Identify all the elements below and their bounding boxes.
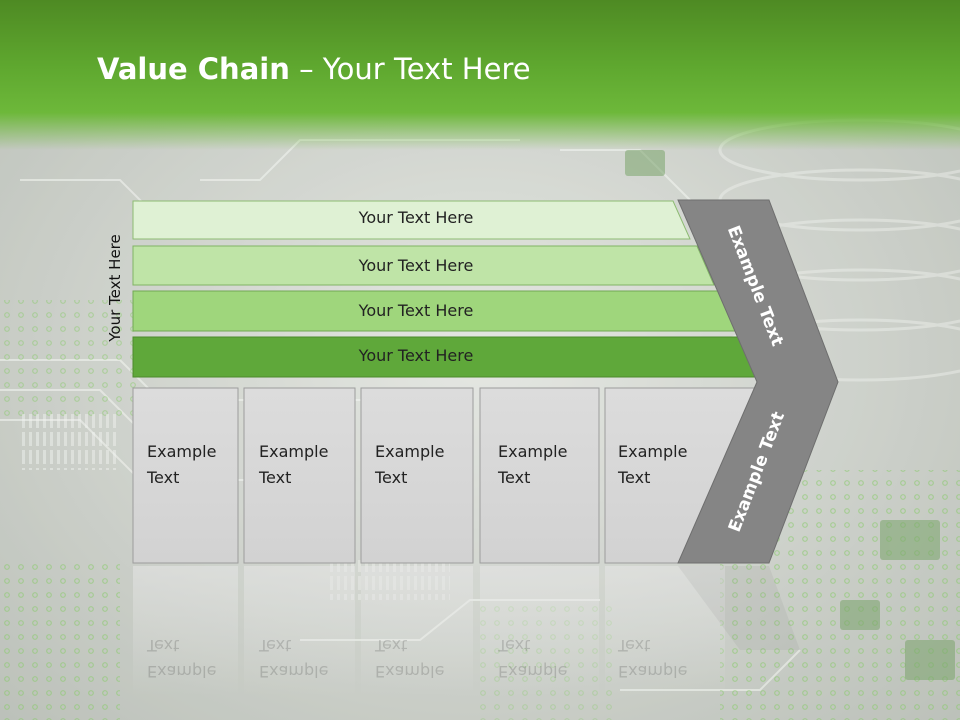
bar-2-label: Your Text Here <box>358 256 474 275</box>
box-5-line1: Example <box>618 442 688 461</box>
bar-1-shape <box>132 200 691 240</box>
title-band <box>0 0 960 150</box>
title-bold: Value Chain <box>97 52 290 86</box>
box-reflections <box>133 566 725 696</box>
box-5-line2: Text <box>618 468 651 487</box>
box-2-line2: Text <box>259 468 292 487</box>
page-title: Value Chain – Your Text Here <box>97 52 531 86</box>
arrow-reflection <box>678 566 800 650</box>
box-4-line1: Example <box>498 442 568 461</box>
bar-2-shape <box>132 245 715 286</box>
box-1-shape <box>132 387 239 564</box>
bar-4-label: Your Text Here <box>358 346 474 365</box>
box-2-shape <box>243 387 356 564</box>
box-4-shape <box>479 387 600 564</box>
box-4-line2: Text <box>498 468 531 487</box>
box-1-line2: Text <box>147 468 180 487</box>
box-3-line2: Text <box>375 468 408 487</box>
bar-1-label: Your Text Here <box>358 208 474 227</box>
box-3-line1: Example <box>375 442 445 461</box>
box-3-shape <box>360 387 474 564</box>
box-1-line1: Example <box>147 442 217 461</box>
bar-3-label: Your Text Here <box>358 301 474 320</box>
arrow-head-shape <box>677 199 839 564</box>
box-2-line1: Example <box>259 442 329 461</box>
title-rest: – Your Text Here <box>289 52 531 86</box>
